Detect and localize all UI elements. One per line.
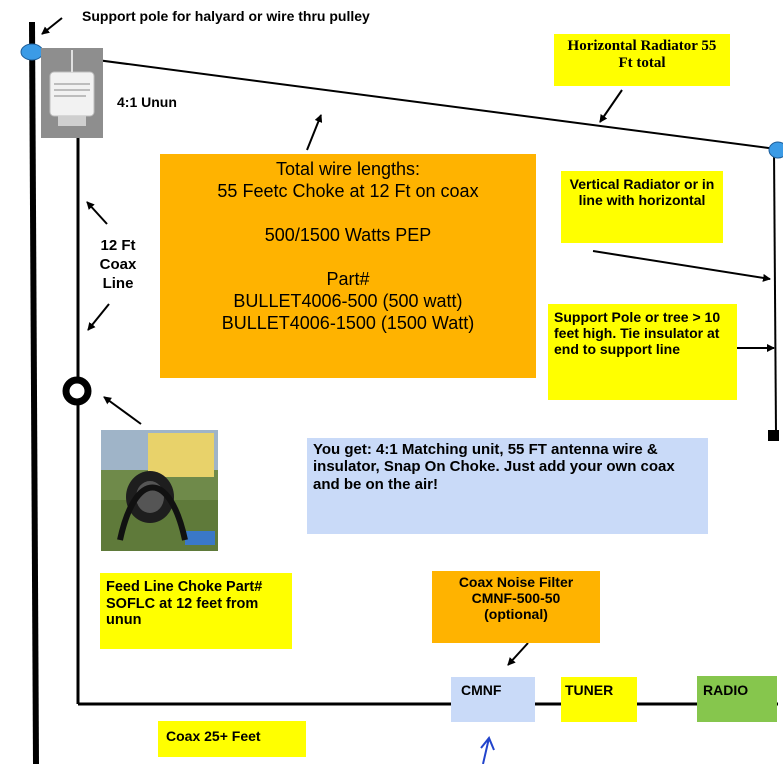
support-pole-label: Support Pole or tree > 10 feet high. Tie… — [548, 304, 737, 400]
pointer-arrow — [599, 89, 623, 123]
coax-line-label: 12 Ft Coax Line — [99, 237, 137, 292]
coax-25-label: Coax 25+ Feet — [158, 721, 306, 757]
main-line: BULLET4006-1500 (1500 Watt) — [221, 313, 475, 333]
vertical-radiator-label: Vertical Radiator or in line with horizo… — [561, 171, 723, 243]
main-line: BULLET4006-500 (500 watt) — [233, 291, 463, 311]
pointer-arrow — [86, 201, 108, 225]
insulator-icon — [768, 141, 783, 159]
pointer-arrow — [507, 642, 529, 666]
pointer-arrow — [103, 396, 142, 425]
feed-line-choke-label: Feed Line Choke Part# SOFLC at 12 feet f… — [100, 573, 292, 649]
main-line: 55 Feetc Choke at 12 Ft on coax — [217, 181, 479, 201]
pointer-arrow — [592, 250, 771, 282]
insulator-icon — [20, 43, 44, 61]
main-line — [160, 246, 536, 268]
pointer-arrow — [41, 17, 63, 35]
main-line: 500/1500 Watts PEP — [264, 225, 432, 245]
pointer-arrow — [306, 114, 323, 151]
pointer-arrow — [87, 303, 110, 331]
wire-end-weight-icon — [768, 430, 779, 441]
you-get-box: You get: 4:1 Matching unit, 55 FT antenn… — [307, 438, 708, 534]
blue-pointer-arrow — [480, 736, 495, 764]
main-line: Total wire lengths: — [275, 159, 421, 179]
cmnf-box: CMNF — [451, 677, 535, 722]
pole-top-label: Support pole for halyard or wire thru pu… — [82, 8, 370, 24]
main-line — [160, 202, 536, 224]
radio-box: RADIO — [697, 676, 777, 722]
choke-ring-icon — [62, 376, 92, 406]
tuner-box: TUNER — [561, 677, 637, 722]
unun-photo — [41, 48, 103, 138]
unun-label: 4:1 Unun — [117, 94, 177, 110]
horizontal-radiator-wire — [35, 51, 777, 150]
noise-filter-label: Coax Noise Filter CMNF-500-50 (optional) — [432, 571, 600, 643]
right-support-line — [773, 149, 777, 435]
left-support-pole — [29, 21, 39, 764]
choke-photo — [101, 430, 218, 551]
main-line: Part# — [326, 269, 370, 289]
horizontal-radiator-label: Horizontal Radiator 55 Ft total — [554, 34, 730, 86]
main-spec-box: Total wire lengths: 55 Feetc Choke at 12… — [160, 154, 536, 378]
